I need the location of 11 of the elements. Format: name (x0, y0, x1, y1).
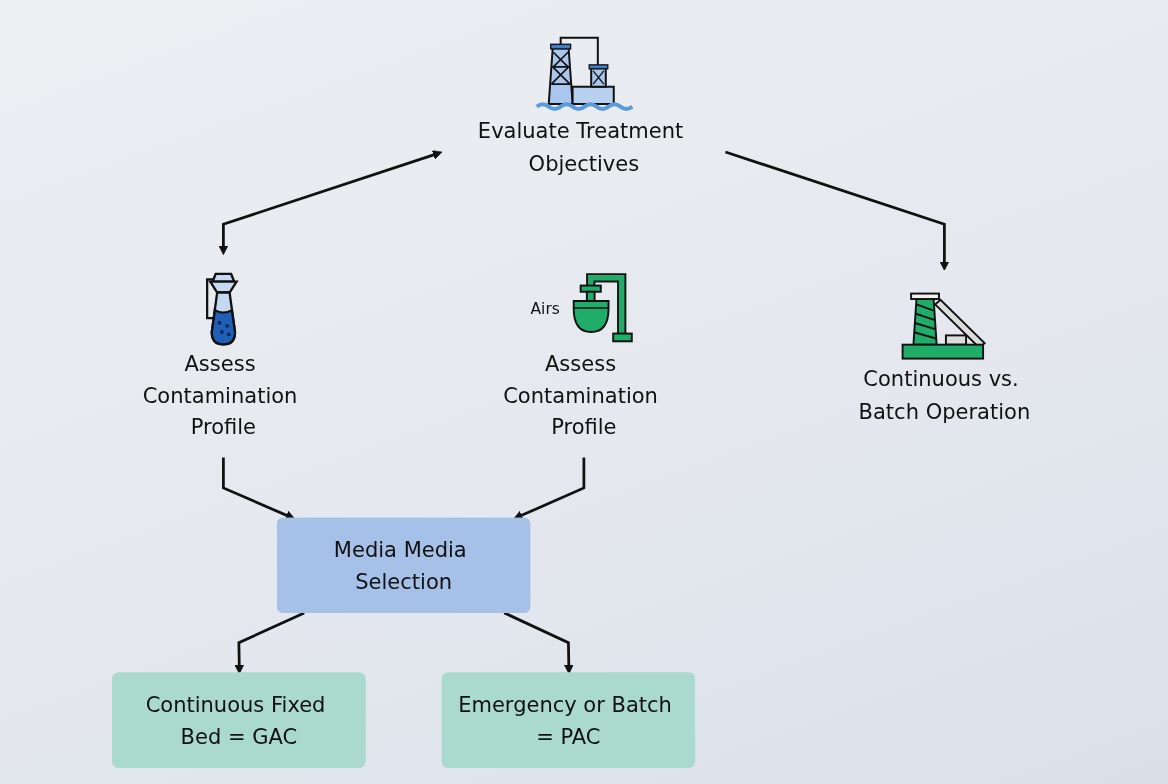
node-label: Assess Contamination Profile (503, 350, 659, 439)
node-label: Assess Contamination Profile (142, 350, 298, 439)
node-label: Continuous vs. Batch Operation (858, 366, 1031, 423)
arrow (725, 150, 950, 271)
arrow (503, 611, 574, 675)
node-label: Airs (530, 299, 560, 318)
arrow (218, 150, 443, 256)
node-label: Evaluate Treatment Objectives (477, 118, 684, 175)
arrow (513, 457, 586, 520)
arrow (222, 457, 296, 520)
arrow (234, 611, 305, 675)
